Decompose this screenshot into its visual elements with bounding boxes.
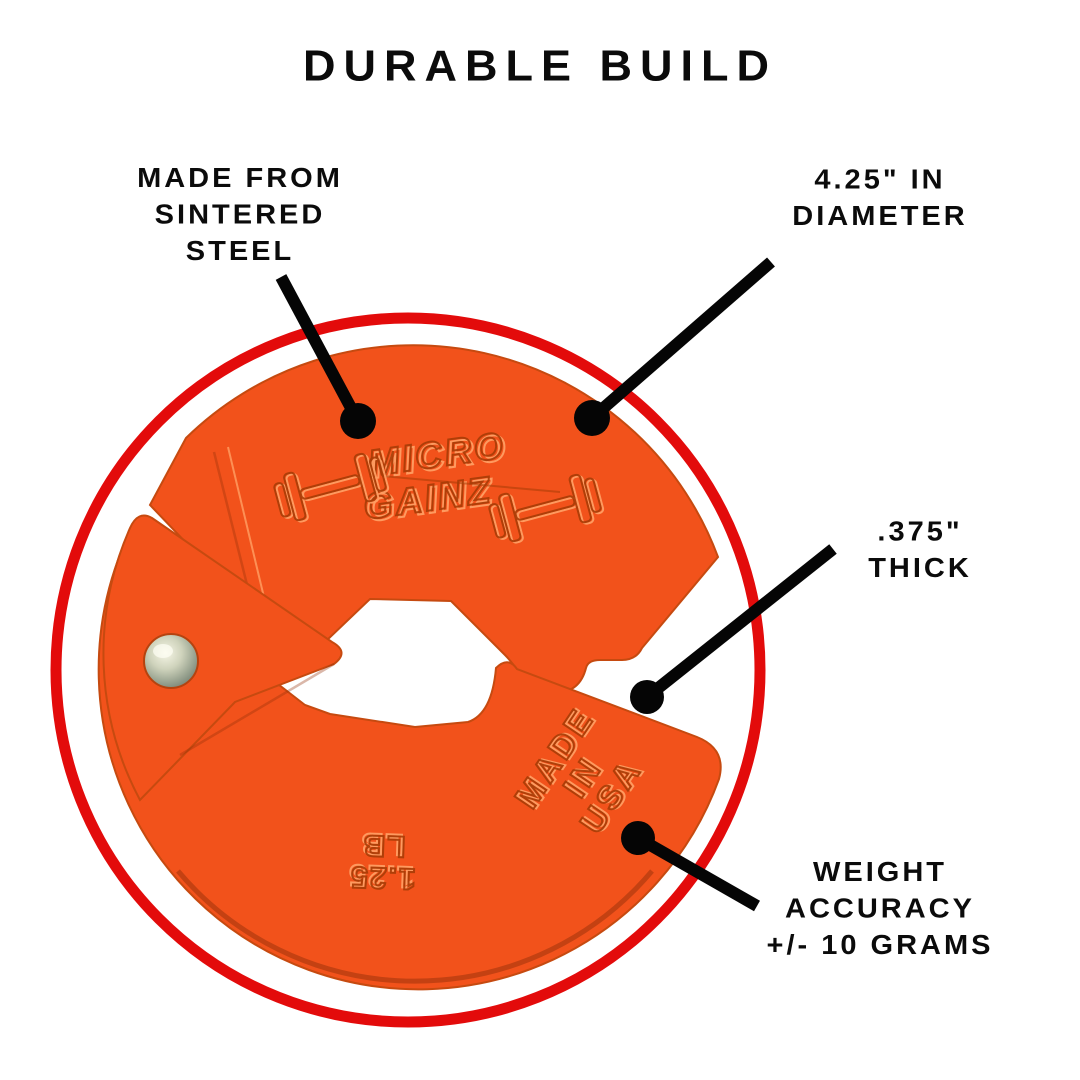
page-title: DURABLE BUILD — [303, 41, 777, 90]
weight-unit-emboss: LB — [361, 828, 406, 863]
callout-line-accuracy — [635, 832, 760, 912]
callout-line-material — [275, 274, 364, 424]
rivet — [143, 633, 199, 689]
callout-dot-thickness — [630, 680, 664, 714]
wedge-seam-line — [179, 662, 335, 757]
callout-dot-diameter — [574, 400, 610, 436]
callout-line-diameter — [588, 257, 775, 423]
callout-leaders — [275, 257, 837, 912]
callout-dot-accuracy — [621, 821, 655, 855]
callout-dot-material — [340, 403, 376, 439]
callout-label-material: MADE FROM SINTERED STEEL — [137, 163, 343, 267]
red-circle-outline — [50, 312, 766, 1028]
plate-bottom-rim-shadow — [176, 869, 654, 984]
rivet-highlight — [153, 644, 173, 658]
weight-value-highlight: 1.25 — [347, 858, 415, 893]
logo-tagline-ridge — [381, 475, 561, 493]
weight-value-emboss: 1.25 — [349, 860, 417, 895]
callout-label-diameter: 4.25" IN DIAMETER — [792, 164, 968, 232]
weight-marking-emboss: 1.25 LB 1.25 LB — [346, 825, 417, 896]
callout-label-accuracy: WEIGHT ACCURACY +/- 10 GRAMS — [766, 857, 994, 961]
weight-unit-highlight: LB — [359, 826, 404, 861]
callout-label-thickness: .375" THICK — [868, 516, 972, 584]
callout-line-thickness — [643, 544, 837, 702]
weight-plate-left-wedge — [102, 514, 343, 802]
